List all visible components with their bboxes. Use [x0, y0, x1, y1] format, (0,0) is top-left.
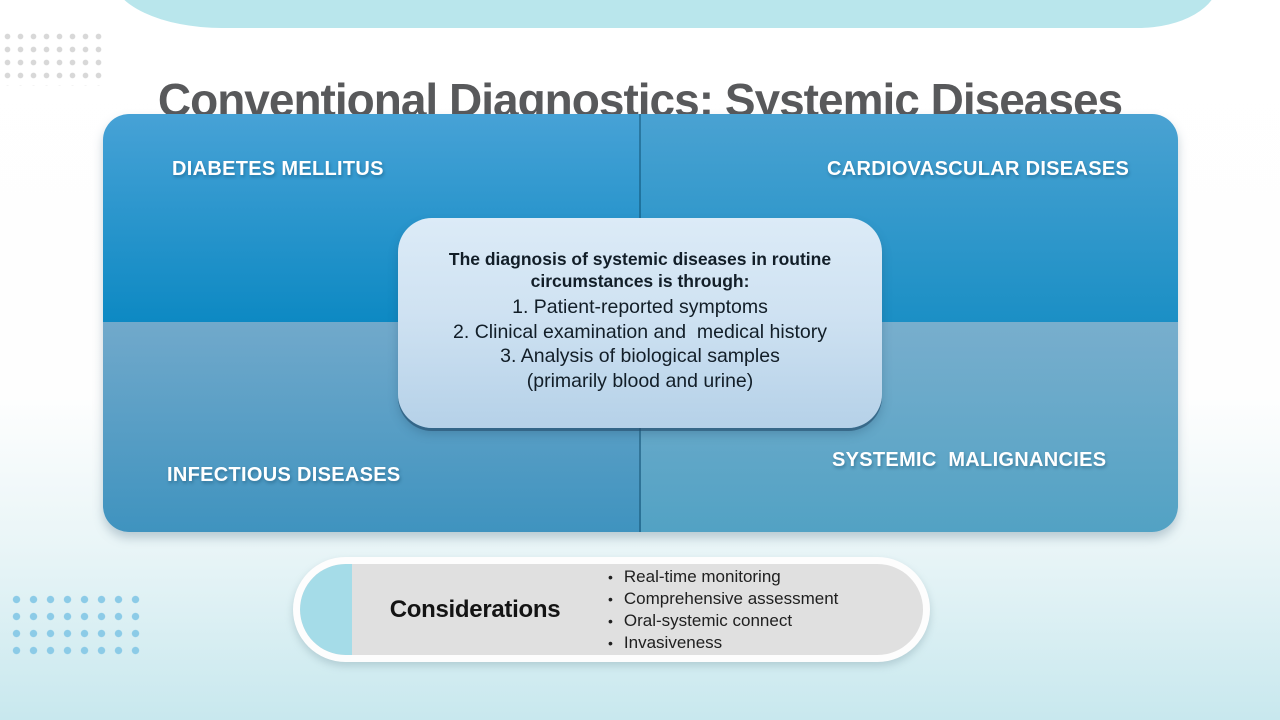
- considerations-bullet-1: Real-time monitoring: [608, 566, 838, 588]
- quadrant-label-systemic-malignancies: SYSTEMIC MALIGNANCIES: [832, 449, 1107, 471]
- quadrant-label-cardiovascular-diseases: CARDIOVASCULAR DISEASES: [827, 158, 1130, 180]
- considerations-bullet-2: Comprehensive assessment: [608, 588, 838, 610]
- callout-heading: The diagnosis of systemic diseases in ro…: [448, 249, 832, 291]
- considerations-bullet-3: Oral-systemic connect: [608, 610, 838, 632]
- dots-grid-top-left: [1, 30, 105, 86]
- quadrant-label-diabetes-mellitus: DIABETES MELLITUS: [172, 158, 384, 180]
- quadrant-row-bottom: [103, 322, 1178, 532]
- callout-item-3-continued: (primarily blood and urine): [526, 369, 754, 392]
- considerations-pill-inner: Considerations Real-time monitoring Comp…: [300, 564, 923, 655]
- center-callout-box: The diagnosis of systemic diseases in ro…: [398, 218, 882, 428]
- header-teal-blob: [112, 0, 1218, 28]
- callout-item-3: 3. Analysis of biological samples: [500, 345, 780, 368]
- considerations-bullet-4: Invasiveness: [608, 632, 838, 654]
- dots-grid-bottom-left: [8, 591, 146, 661]
- considerations-label: Considerations: [389, 595, 561, 623]
- quadrant-panel: DIABETES MELLITUS CARDIOVASCULAR DISEASE…: [103, 114, 1178, 532]
- callout-item-2: 2. Clinical examination and medical hist…: [453, 320, 827, 343]
- considerations-accent-halfdisc: [300, 564, 352, 655]
- considerations-bullet-list: Real-time monitoring Comprehensive asses…: [608, 566, 838, 654]
- quadrant-label-infectious-diseases: INFECTIOUS DISEASES: [167, 464, 401, 486]
- considerations-pill: Considerations Real-time monitoring Comp…: [293, 557, 930, 662]
- callout-item-1: 1. Patient-reported symptoms: [512, 296, 768, 318]
